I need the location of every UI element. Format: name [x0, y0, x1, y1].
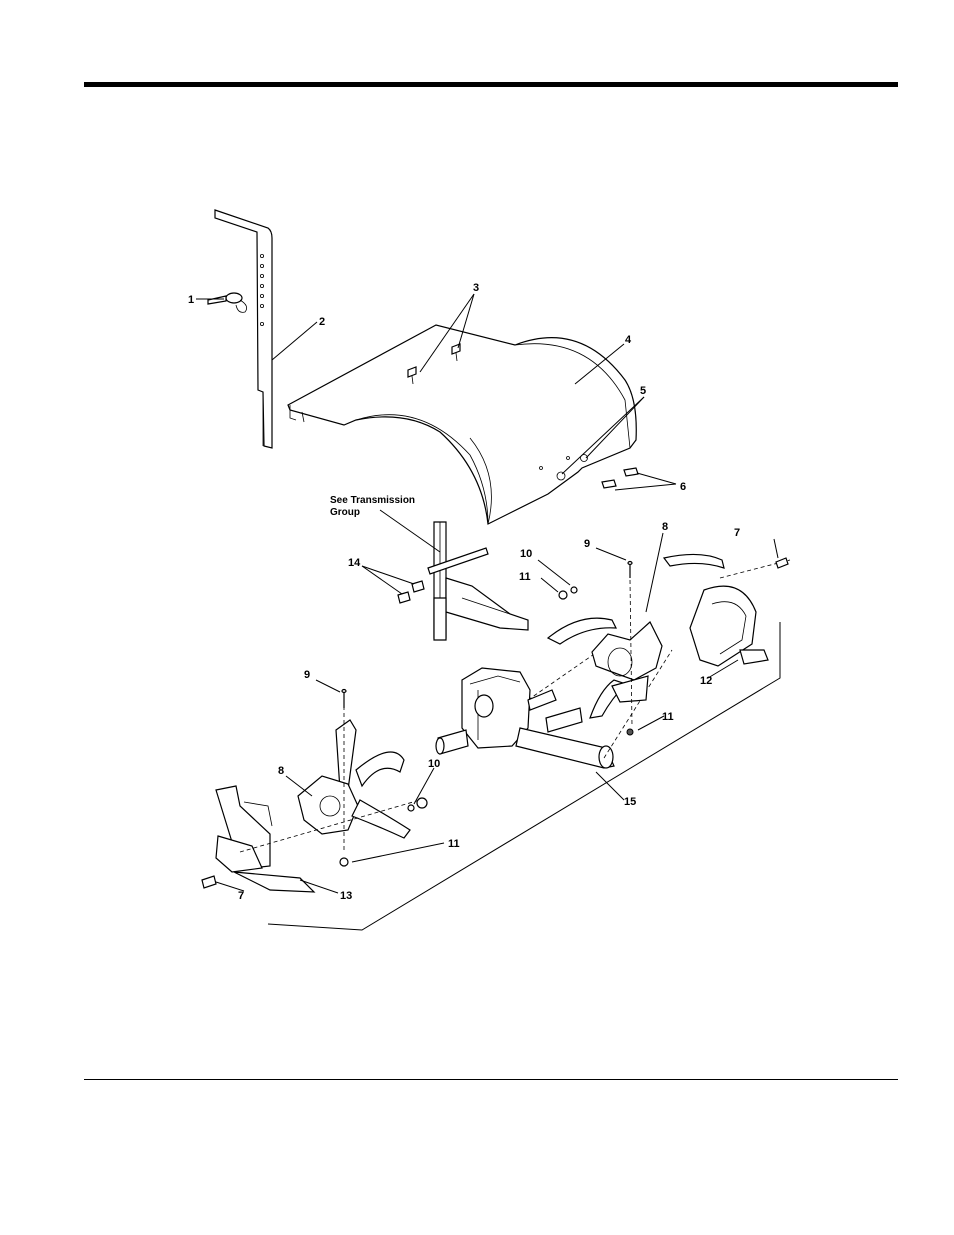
callout-3: 3 [473, 282, 479, 294]
callout-4: 4 [625, 334, 632, 346]
callout-6: 6 [680, 481, 686, 493]
hitch-pin-part [208, 293, 247, 312]
callout-7-left: 7 [238, 890, 244, 902]
callout-5: 5 [640, 385, 646, 397]
callout-10-lower: 10 [428, 758, 440, 770]
hardware-11-upper [559, 591, 567, 599]
callout-9-lower: 9 [304, 669, 310, 681]
hardware-9-upper [628, 562, 632, 579]
callout-7-right: 7 [734, 527, 740, 539]
note-transmission-line1: See Transmission [330, 495, 415, 506]
callout-11-lower: 11 [448, 838, 460, 850]
callout-13: 13 [340, 890, 352, 902]
hardware-11-mid [627, 729, 633, 735]
hardware-10-upper [571, 587, 577, 593]
bracket-bolts-part [398, 581, 424, 603]
callout-8-right: 8 [662, 521, 668, 533]
callout-8-left: 8 [278, 765, 284, 777]
hardware-7-right [776, 558, 788, 568]
transmission-bracket-part [428, 522, 528, 640]
callout-11-mid: 11 [662, 711, 674, 723]
note-transmission-line2: Group [330, 507, 360, 518]
side-bolts-part [602, 468, 638, 488]
callout-9-upper: 9 [584, 538, 590, 550]
callout-11-upper: 11 [519, 571, 531, 583]
callout-2: 2 [319, 316, 325, 328]
depth-bar-part [215, 210, 272, 448]
callout-14: 14 [348, 557, 361, 569]
callout-12: 12 [700, 675, 712, 687]
callout-15: 15 [624, 796, 636, 808]
callout-1: 1 [188, 294, 194, 306]
right-tine-assembly-part [548, 554, 790, 726]
left-tine-assembly-part [216, 700, 420, 892]
hardware-9-lower [342, 690, 346, 709]
callout-10-upper: 10 [520, 548, 532, 560]
hardware-7-left [202, 876, 216, 888]
hardware-10-lower [408, 805, 414, 811]
